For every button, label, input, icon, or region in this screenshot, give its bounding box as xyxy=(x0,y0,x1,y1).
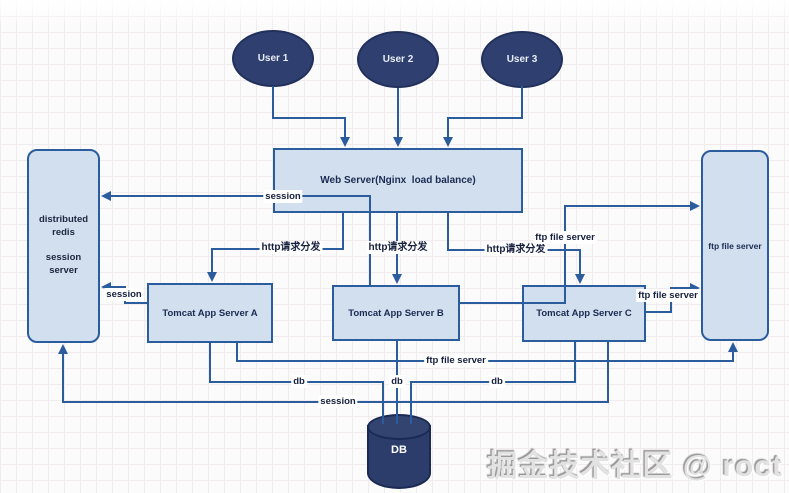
node-db-cylinder: DB xyxy=(367,414,431,493)
node-user-1-label: User 1 xyxy=(257,53,289,64)
edge-user3-web xyxy=(443,86,523,147)
node-user-1: User 1 xyxy=(232,30,314,87)
edge-label-db-right: db xyxy=(489,375,505,388)
node-user-3-label: User 3 xyxy=(506,54,538,65)
edge-label-db-mid: db xyxy=(389,375,405,388)
edge-label-ftp-right: ftp file server xyxy=(636,289,700,302)
watermark-text: 掘金技术社区 @ roct xyxy=(487,450,783,483)
edge-label-http-dispatch-b: http请求分发 xyxy=(366,241,430,254)
edge-label-http-dispatch-c: http请求分发 xyxy=(484,243,548,256)
node-redis-session-server: distributed redis session server xyxy=(27,149,100,343)
edge-user1-web xyxy=(272,86,350,147)
node-db-label: DB xyxy=(391,444,407,456)
edge-session-bottom xyxy=(58,342,609,403)
node-tomcat-app-server-a: Tomcat App Server A xyxy=(147,283,273,343)
node-tomcat-app-server-b: Tomcat App Server B xyxy=(332,285,460,341)
node-tomcat-app-server-c: Tomcat App Server C xyxy=(522,285,646,342)
db-cylinder-top xyxy=(367,414,431,440)
edge-label-db-left: db xyxy=(291,375,307,388)
edge-label-session-bottom: session xyxy=(318,395,358,408)
edge-label-ftp-bottom: ftp file server xyxy=(424,354,488,367)
node-user-2-label: User 2 xyxy=(382,54,414,65)
edge-label-http-dispatch-a: http请求分发 xyxy=(259,241,323,254)
edge-label-ftp-top: ftp file server xyxy=(533,231,597,244)
edge-label-session-mid: session xyxy=(104,288,144,301)
node-ftp-file-server: ftp file server xyxy=(701,150,769,341)
node-web-server: Web Server(Nginx load balance) xyxy=(273,148,523,213)
node-user-3: User 3 xyxy=(481,31,563,88)
edge-label-session-top: session xyxy=(263,190,303,203)
node-user-2: User 2 xyxy=(357,31,439,88)
